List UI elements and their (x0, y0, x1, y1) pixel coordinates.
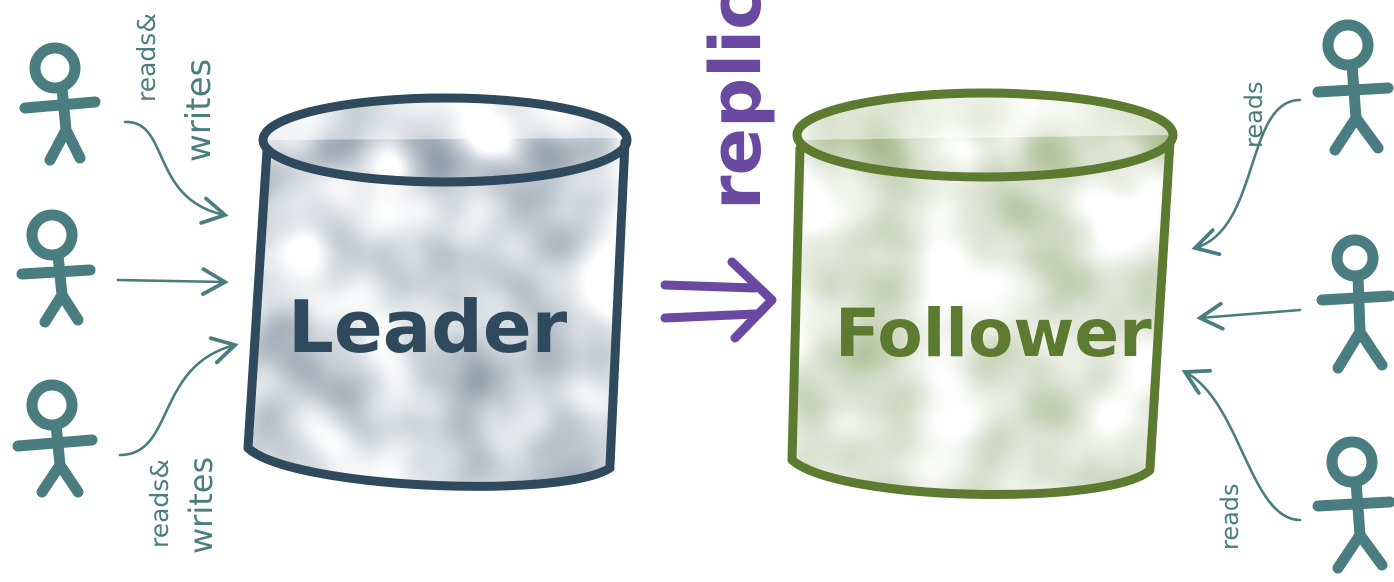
replication-arrow (665, 262, 772, 338)
client-person-left-middle (22, 215, 90, 322)
follower-database: Follower (792, 93, 1173, 494)
client-person-right-top (1318, 25, 1388, 150)
replication-label: replic (695, 0, 777, 210)
reads-writes-arrow-bottom (120, 345, 235, 455)
client-person-right-bottom (1318, 442, 1390, 568)
reads-writes-label-bottom-line2: writes (182, 457, 220, 554)
client-person-right-middle (1322, 240, 1390, 368)
reads-writes-label-top-line1: reads& (132, 13, 161, 102)
reads-label-top: reads (1240, 81, 1268, 148)
leader-database: Leader (248, 98, 627, 486)
reads-writes-label-top-line2: writes (179, 59, 219, 162)
reads-writes-label-bottom-line1: reads& (145, 459, 174, 548)
reads-writes-arrow-middle (118, 280, 225, 282)
follower-label: Follower (835, 295, 1152, 372)
reads-label-bottom: reads (1216, 483, 1244, 550)
reads-arrow-middle (1200, 310, 1300, 318)
leader-label: Leader (288, 285, 568, 369)
client-person-left-top (25, 48, 95, 160)
client-person-left-bottom (18, 385, 92, 492)
